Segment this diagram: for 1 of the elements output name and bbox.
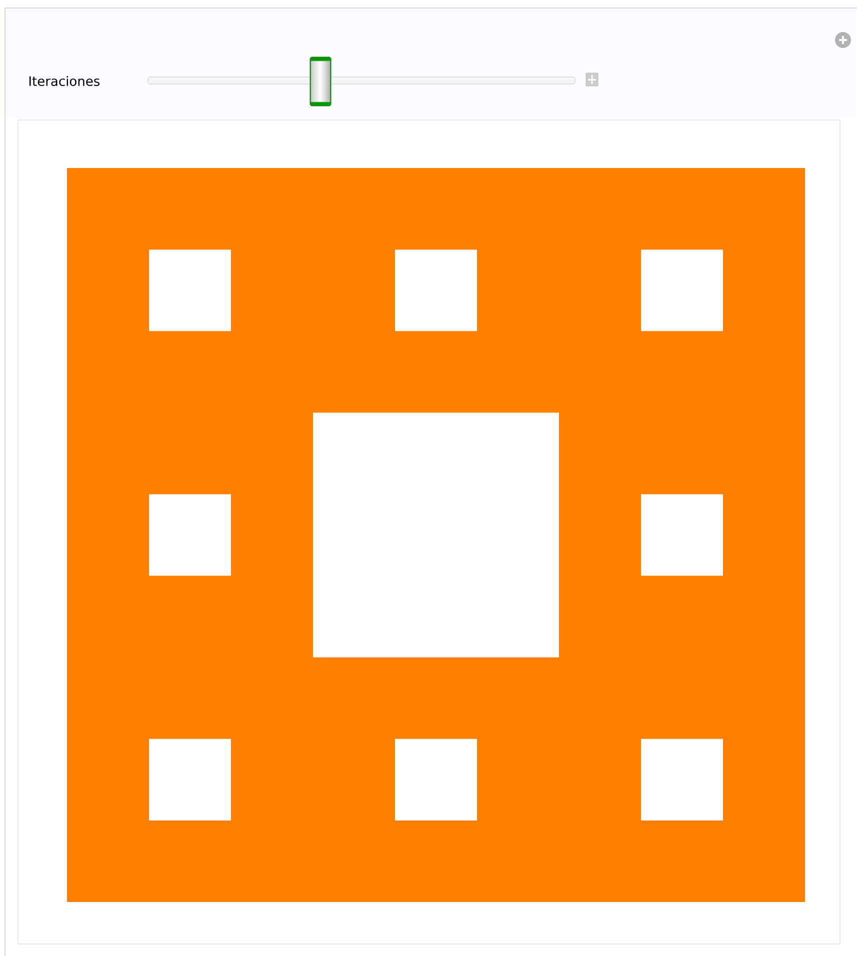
slider-label: Iteraciones [29,76,100,86]
